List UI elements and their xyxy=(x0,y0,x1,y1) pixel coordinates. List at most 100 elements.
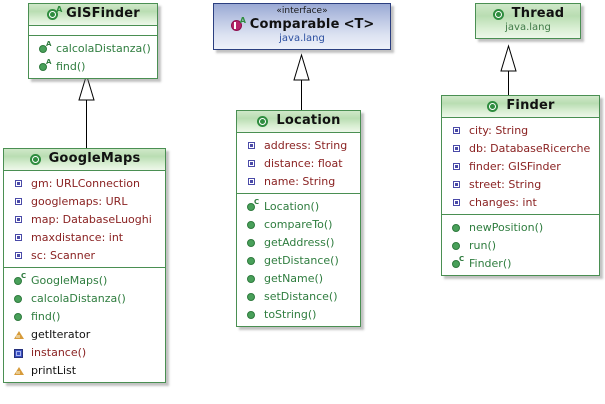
method-abstract-icon: A xyxy=(38,40,51,55)
member-row[interactable]: printList xyxy=(4,361,165,379)
method-constructor-icon: C xyxy=(13,272,26,287)
method-constructor-icon: C xyxy=(246,198,259,213)
member-row[interactable]: C Location() xyxy=(237,197,360,215)
field-icon xyxy=(451,124,464,137)
method-icon xyxy=(13,310,26,323)
method-icon xyxy=(246,254,259,267)
member-row[interactable]: gm: URLConnection xyxy=(4,174,165,192)
class-box-thread[interactable]: Thread java.lang xyxy=(475,3,581,39)
member-row[interactable]: address: String xyxy=(237,136,360,154)
class-title-location: Location xyxy=(241,113,356,129)
member-row[interactable]: A find() xyxy=(29,57,157,75)
method-constructor-icon: C xyxy=(451,255,464,270)
member-label: setDistance() xyxy=(264,289,338,303)
realization-location-comparable[interactable] xyxy=(290,52,314,112)
class-name-location: Location xyxy=(276,113,341,128)
member-row[interactable]: getDistance() xyxy=(237,251,360,269)
member-row[interactable]: C GoogleMaps() xyxy=(4,271,165,289)
class-box-googlemaps[interactable]: GoogleMaps gm: URLConnection googlemaps:… xyxy=(3,148,166,383)
generalization-googlemaps-gisfinder[interactable] xyxy=(75,72,99,157)
member-row[interactable]: getName() xyxy=(237,269,360,287)
member-label: getAddress() xyxy=(264,235,335,249)
attributes-compartment-location: address: String distance: float name: St… xyxy=(237,133,360,194)
field-icon xyxy=(13,213,26,226)
interface-box-comparable[interactable]: «interface» A Comparable <T> java.lang xyxy=(213,3,391,50)
class-box-gisfinder[interactable]: A GISFinder A calcolaDistanza() A find() xyxy=(28,3,158,79)
class-title-thread: Thread xyxy=(480,6,576,22)
method-icon xyxy=(246,290,259,303)
field-icon xyxy=(246,175,259,188)
warning-icon xyxy=(13,328,26,341)
member-row[interactable]: toString() xyxy=(237,305,360,323)
member-row[interactable]: maxdistance: int xyxy=(4,228,165,246)
field-icon xyxy=(451,196,464,209)
generalization-finder-thread[interactable] xyxy=(497,43,521,99)
methods-compartment-location: C Location() compareTo() getAddress() ge… xyxy=(237,194,360,326)
member-label: name: String xyxy=(264,174,336,188)
member-row[interactable]: street: String xyxy=(442,175,599,193)
field-icon xyxy=(13,231,26,244)
member-row[interactable]: db: DatabaseRicerche xyxy=(442,139,599,157)
class-title-googlemaps: GoogleMaps xyxy=(8,151,161,167)
static-field-icon xyxy=(13,346,26,359)
member-row[interactable]: instance() xyxy=(4,343,165,361)
member-label: getIterator xyxy=(31,327,91,341)
interface-package-comparable: java.lang xyxy=(279,33,325,44)
member-label: GoogleMaps() xyxy=(31,273,108,287)
class-name-gisfinder: GISFinder xyxy=(66,6,140,21)
member-label: distance: float xyxy=(264,156,343,170)
member-row[interactable]: sc: Scanner xyxy=(4,246,165,264)
member-row[interactable]: getAddress() xyxy=(237,233,360,251)
member-row[interactable]: A calcolaDistanza() xyxy=(29,39,157,57)
method-icon xyxy=(246,236,259,249)
member-label: city: String xyxy=(469,123,529,137)
member-row[interactable]: find() xyxy=(4,307,165,325)
member-label: Location() xyxy=(264,199,320,213)
method-icon xyxy=(246,218,259,231)
class-header-gisfinder: A GISFinder xyxy=(29,4,157,26)
class-abstract-badge-icon: A xyxy=(46,5,62,22)
member-row[interactable]: map: DatabaseLuoghi xyxy=(4,210,165,228)
method-icon xyxy=(451,239,464,252)
member-row[interactable]: run() xyxy=(442,236,599,254)
member-row[interactable]: setDistance() xyxy=(237,287,360,305)
member-row[interactable]: changes: int xyxy=(442,193,599,211)
field-icon xyxy=(13,195,26,208)
class-badge-icon xyxy=(29,152,45,167)
member-row[interactable]: distance: float xyxy=(237,154,360,172)
member-row[interactable]: calcolaDistanza() xyxy=(4,289,165,307)
member-row[interactable]: getIterator xyxy=(4,325,165,343)
member-label: changes: int xyxy=(469,195,537,209)
member-label: printList xyxy=(31,363,77,377)
class-package-thread: java.lang xyxy=(505,22,551,33)
field-icon xyxy=(246,139,259,152)
class-name-finder: Finder xyxy=(506,98,555,113)
member-label: find() xyxy=(31,309,61,323)
interface-generic-param: <T> xyxy=(343,17,375,32)
class-box-finder[interactable]: Finder city: String db: DatabaseRicerche… xyxy=(441,95,600,276)
field-icon xyxy=(246,157,259,170)
member-label: Finder() xyxy=(469,256,512,270)
member-row[interactable]: city: String xyxy=(442,121,599,139)
member-label: getDistance() xyxy=(264,253,339,267)
class-box-location[interactable]: Location address: String distance: float… xyxy=(236,110,361,327)
field-icon xyxy=(13,249,26,262)
method-icon xyxy=(246,272,259,285)
field-icon xyxy=(451,142,464,155)
member-label: toString() xyxy=(264,307,317,321)
field-icon xyxy=(451,178,464,191)
interface-title-comparable: A Comparable <T> xyxy=(218,16,386,33)
member-row[interactable]: googlemaps: URL xyxy=(4,192,165,210)
member-row[interactable]: newPosition() xyxy=(442,218,599,236)
member-label: gm: URLConnection xyxy=(31,176,140,190)
method-icon xyxy=(451,221,464,234)
member-row[interactable]: compareTo() xyxy=(237,215,360,233)
member-label: maxdistance: int xyxy=(31,230,124,244)
member-row[interactable]: name: String xyxy=(237,172,360,190)
member-label: address: String xyxy=(264,138,348,152)
member-label: newPosition() xyxy=(469,220,544,234)
class-name-thread: Thread xyxy=(511,6,565,21)
interface-stereotype: «interface» xyxy=(276,6,328,16)
member-row[interactable]: finder: GISFinder xyxy=(442,157,599,175)
member-row[interactable]: C Finder() xyxy=(442,254,599,272)
